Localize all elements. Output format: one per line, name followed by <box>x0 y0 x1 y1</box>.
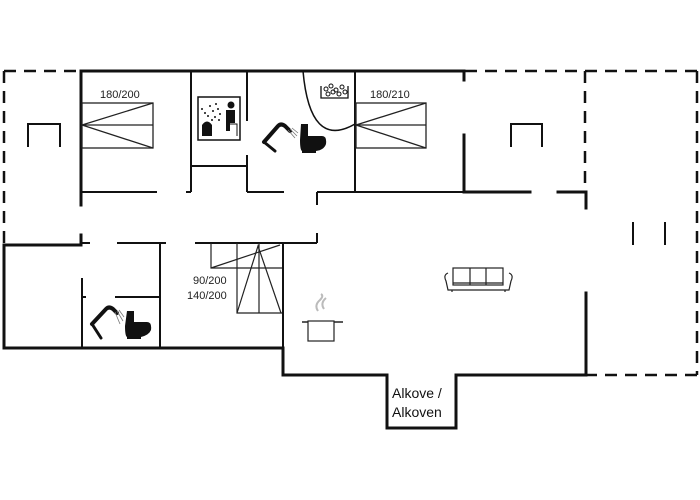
dashed-outline <box>2 69 699 377</box>
sofa-icon <box>444 267 513 292</box>
alcove-label-line1: Alkove / <box>392 385 442 401</box>
interior-walls <box>81 71 666 348</box>
bed-icon <box>355 102 427 149</box>
bed-size-label-bedroom3-b: 140/200 <box>187 290 227 302</box>
stairs-icon <box>210 243 282 314</box>
alcove-label: Alkove / Alkoven <box>392 384 442 422</box>
bed-icon <box>81 102 154 149</box>
alcove-label-line2: Alkoven <box>392 404 442 420</box>
shower-icon <box>90 305 125 340</box>
window-marks <box>27 123 543 147</box>
shower-icon <box>262 122 299 153</box>
walls <box>2 69 588 430</box>
sauna-icon <box>197 96 241 141</box>
toilet-icon <box>300 124 327 153</box>
bed-size-label-bedroom1: 180/200 <box>100 89 140 101</box>
toilet-icon <box>125 311 152 339</box>
door-arc <box>302 70 356 132</box>
whirlpool-icon <box>320 83 349 99</box>
cooking-pot-icon <box>302 293 343 342</box>
bed-size-label-bedroom2: 180/210 <box>370 89 410 101</box>
bed-size-label-bedroom3-a: 90/200 <box>193 275 227 287</box>
